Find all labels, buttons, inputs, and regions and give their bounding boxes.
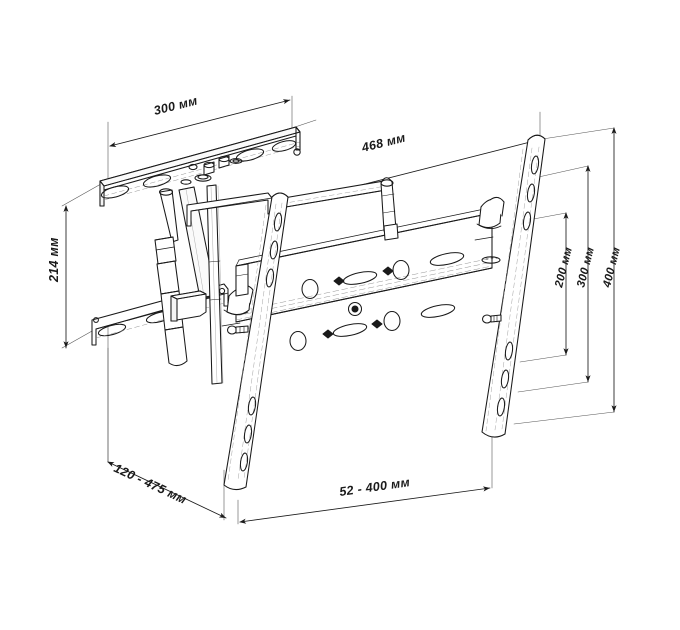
dimension-line-52-400mm — [239, 486, 491, 524]
dimension-label-300mm: 300 мм — [152, 94, 199, 118]
dimension-label-214mm: 214 мм — [47, 237, 61, 283]
plate-end-bracket-left — [235, 263, 249, 297]
dimension-label-300mm-vesa: 300 мм — [575, 246, 597, 289]
arm-joint-box — [170, 290, 207, 322]
tilt-lock-screw-right — [481, 314, 502, 324]
upper-brace — [186, 192, 273, 227]
gas-strut-left — [154, 188, 188, 367]
dimension-label-52-400mm: 52 - 400 мм — [338, 475, 410, 499]
dimension-label-468mm: 468 мм — [359, 131, 407, 156]
wall-rail-top-slots — [100, 140, 297, 199]
wall-rail-top — [99, 126, 301, 207]
dimension-line-300mm — [109, 99, 291, 147]
upper-extension-arm — [271, 180, 387, 210]
vesa-rail-left-slots — [239, 212, 283, 472]
pivot-post — [206, 184, 224, 385]
vesa-rail-right-slots — [496, 155, 540, 417]
vesa-rail-right — [481, 134, 546, 438]
dimension-label-200mm: 200 мм — [553, 246, 575, 290]
top-pivot-hardware — [180, 155, 243, 185]
dimension-label-400mm: 400 мм — [601, 246, 623, 290]
dimension-label-120-475mm: 120 - 475 мм — [112, 461, 189, 507]
tilt-plate-holes-upper — [301, 252, 465, 300]
vesa-rail-left — [223, 192, 289, 491]
tilt-plate-holes-lower — [289, 304, 456, 352]
dimension-line-120-475mm — [107, 461, 227, 519]
center-pivot-boss — [347, 301, 363, 317]
tilt-knuckle-right — [474, 196, 505, 324]
tilt-lock-screw-left — [226, 325, 249, 335]
vertical-post-right — [380, 177, 399, 241]
